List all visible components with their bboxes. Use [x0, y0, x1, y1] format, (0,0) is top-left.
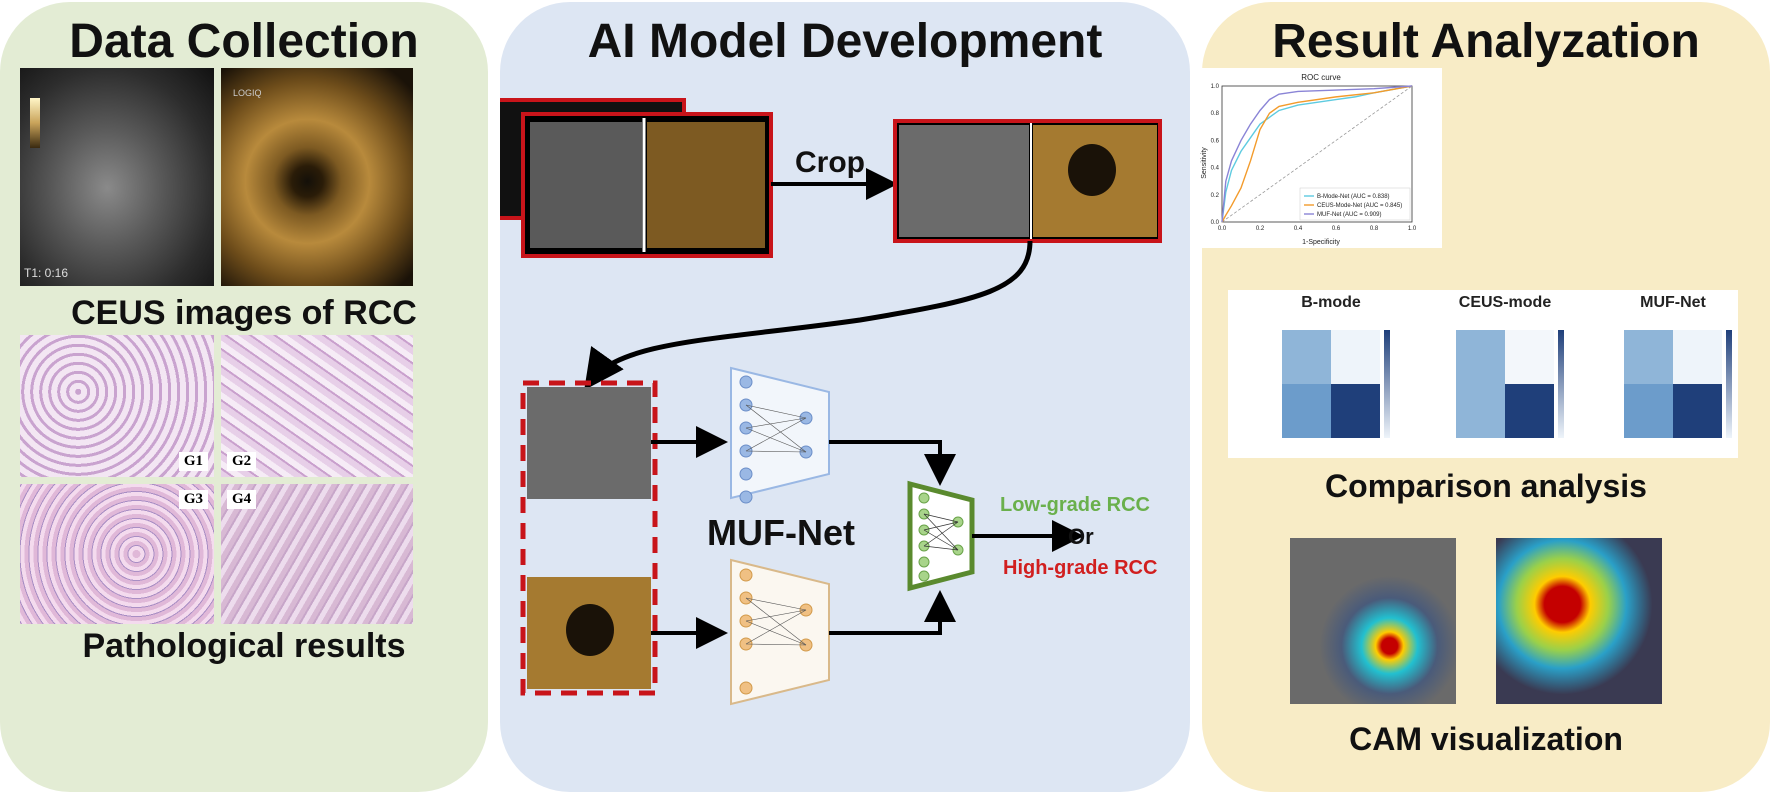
roc-xtick-label: 0.4 [1294, 226, 1303, 232]
roc-legend-entry: B-Mode-Net (AUC = 0.838) [1317, 194, 1390, 200]
ceus-images-caption: CEUS images of RCC [71, 294, 417, 332]
confusion-matrix-ceus [1456, 330, 1554, 438]
ceus-ultrasound-image: LOGIQ [221, 68, 413, 286]
muf-net-label: MUF-Net [707, 512, 855, 553]
curved-arrow [584, 240, 1033, 391]
ceus-device-label: LOGIQ [233, 88, 262, 98]
confusion-title-ceus: CEUS-mode [1458, 294, 1552, 311]
roc-ytick-label: 1.0 [1211, 84, 1220, 90]
roc-series-line [1221, 85, 1413, 223]
roc-xlabel: 1-Specificity [1302, 239, 1340, 246]
ceus-branch-network [730, 558, 830, 706]
roc-ytick-label: 0.4 [1211, 166, 1220, 172]
low-grade-label: Low-grade RCC [1000, 494, 1150, 516]
comparison-caption: Comparison analysis [1325, 468, 1647, 504]
roc-legend-entry: MUF-Net (AUC = 0.909) [1317, 212, 1382, 218]
roc-xtick-label: 1.0 [1408, 226, 1417, 232]
confusion-title-muf: MUF-Net [1640, 294, 1706, 311]
histology-image-g4: G4 [221, 484, 413, 624]
or-label: Or [1068, 524, 1094, 549]
grade-label-g1: G1 [178, 452, 208, 471]
colorbar-ceus [1558, 330, 1564, 438]
roc-xtick-label: 0.8 [1370, 226, 1379, 232]
model-input-box [520, 380, 658, 696]
data-collection-panel: Data Collection T1: 0:16 LOGIQ CEUS imag… [0, 2, 488, 792]
pathological-results-caption: Pathological results [82, 627, 406, 665]
roc-ylabel: Sensitivity [1201, 147, 1208, 179]
histology-image-g3: G3 [20, 484, 214, 624]
cropped-image-pair [893, 119, 1162, 243]
original-bmode-thumb [530, 122, 642, 248]
high-grade-label: High-grade RCC [1003, 557, 1158, 579]
cropped-bmode-thumb [899, 125, 1029, 237]
cam-ceus-heatmap [1496, 538, 1662, 704]
roc-legend-entry: CEUS-Mode-Net (AUC = 0.845) [1317, 203, 1402, 209]
grade-label-g3: G3 [178, 490, 208, 509]
roc-series-line [1221, 85, 1413, 223]
roc-xtick-label: 0.2 [1256, 226, 1265, 232]
bmode-timestamp: T1: 0:16 [24, 266, 69, 280]
bmode-branch-network [730, 366, 830, 504]
arrow-bottom-to-fusion [829, 590, 956, 635]
confusion-matrix-muf [1624, 330, 1722, 438]
cam-bmode-heatmap [1290, 538, 1456, 704]
confusion-title-bmode: B-mode [1301, 294, 1361, 311]
input-bmode-image [527, 387, 651, 499]
grade-label-g2: G2 [227, 452, 257, 471]
confusion-matrices: B-mode CEUS-mode MUF-Net [1228, 290, 1738, 458]
bmode-ultrasound-image: T1: 0:16 [20, 68, 214, 286]
fusion-classifier-block [907, 480, 975, 592]
histology-image-g1: G1 [20, 335, 214, 477]
model-development-title: AI Model Development [587, 15, 1103, 68]
roc-xtick-label: 0.0 [1218, 226, 1227, 232]
original-image-pair [521, 112, 773, 258]
roc-ytick-label: 0.6 [1211, 138, 1220, 144]
arrow-top-to-fusion [829, 440, 956, 486]
data-collection-title: Data Collection [69, 15, 419, 68]
roc-ytick-label: 0.0 [1211, 220, 1220, 226]
original-ceus-thumb [647, 122, 765, 248]
grade-label-g4: G4 [227, 490, 257, 509]
colorbar-bmode [1384, 330, 1390, 438]
roc-chance-line [1221, 85, 1413, 223]
result-analysis-title: Result Analyzation [1272, 15, 1700, 68]
roc-title: ROC curve [1301, 73, 1341, 82]
cam-caption: CAM visualization [1349, 721, 1623, 757]
colorbar-muf [1726, 330, 1732, 438]
roc-ytick-label: 0.8 [1211, 111, 1220, 117]
roc-axes-frame [1221, 85, 1413, 223]
roc-series-line [1221, 85, 1413, 223]
roc-ytick-label: 0.2 [1211, 193, 1220, 199]
roc-chart: ROC curve 1-Specificity Sensitivity 0.00… [1201, 73, 1417, 246]
histology-image-g2: G2 [221, 335, 413, 477]
roc-legend-box [1299, 187, 1411, 221]
crop-label: Crop [795, 146, 865, 179]
roc-xtick-label: 0.6 [1332, 226, 1341, 232]
confusion-matrix-bmode [1282, 330, 1380, 438]
colorbar-icon [30, 98, 40, 148]
